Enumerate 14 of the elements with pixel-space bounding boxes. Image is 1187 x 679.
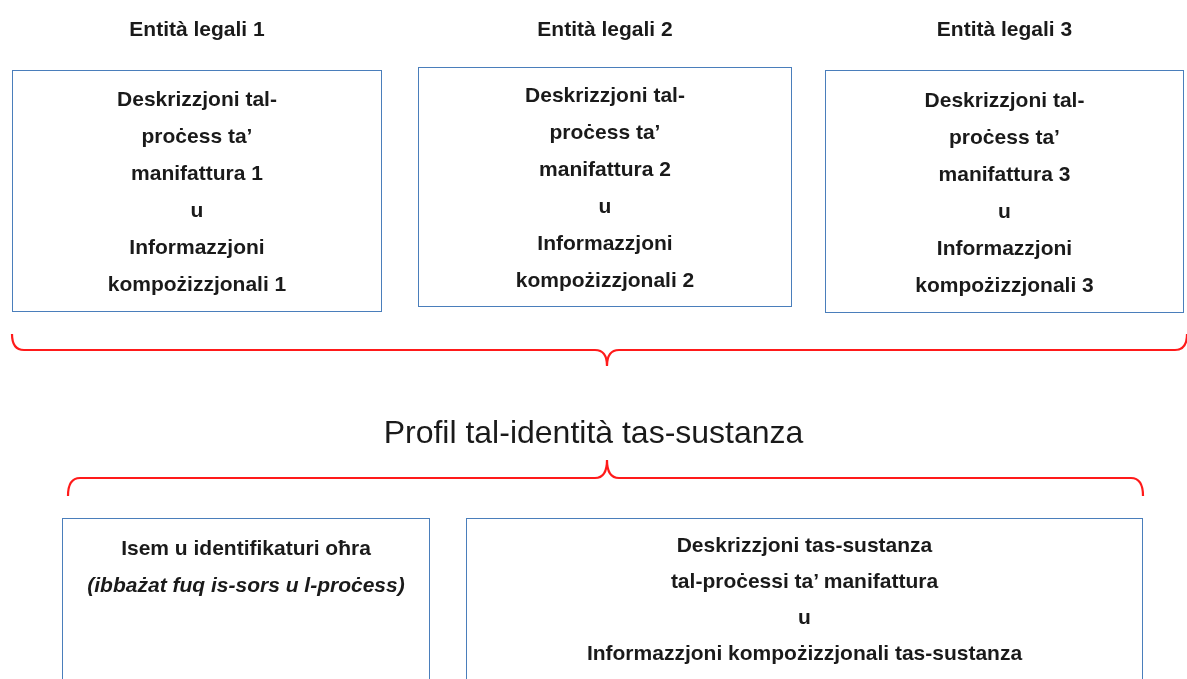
entity-heading: Entità legali 3 xyxy=(935,16,1074,42)
box-text: Informazzjoni kompożizzjonali 2 xyxy=(514,230,696,293)
entity-heading: Entità legali 2 xyxy=(536,16,674,42)
box-text: u xyxy=(190,197,204,223)
box-text: Isem u identifikaturi oħra xyxy=(121,535,371,561)
box-text: u xyxy=(998,197,1011,224)
box-text: u xyxy=(598,193,612,219)
box-note: (ibbażat fuq is-sors u l-proċess) xyxy=(87,572,405,598)
profile-heading: Profil tal-identità tas-sustanza xyxy=(383,414,804,450)
box-text: u xyxy=(798,604,811,630)
box-text: Informazzjoni kompożizzjonali 3 xyxy=(914,234,1095,298)
entity-heading: Entità legali 1 xyxy=(128,16,266,42)
box-text: Informazzjoni kompożizzjonali 1 xyxy=(106,234,288,297)
box-text: Informazzjoni kompożizzjonali tas-sustanza xyxy=(586,640,1023,666)
